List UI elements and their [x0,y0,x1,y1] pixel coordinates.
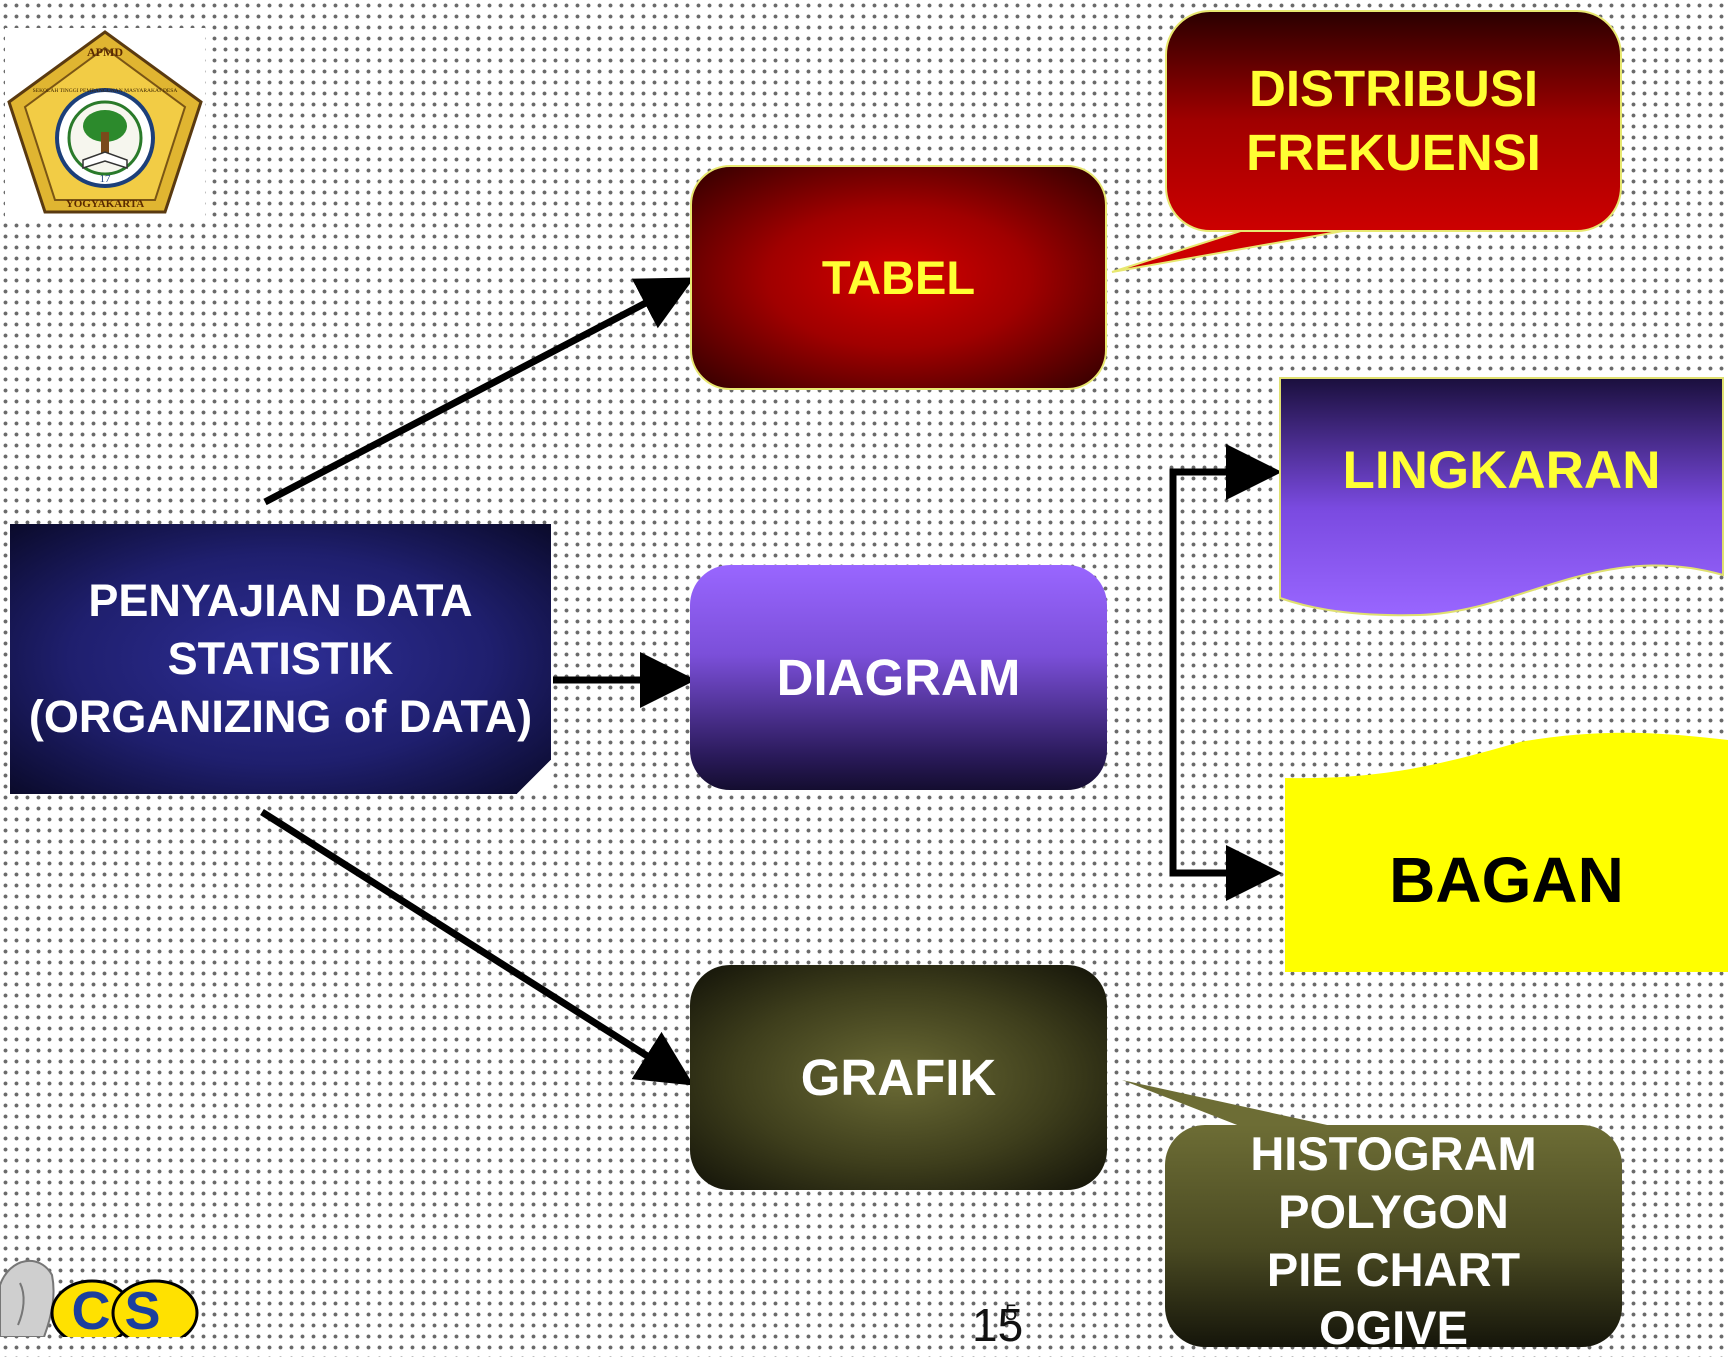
bagan-shape [1285,732,1728,972]
bracket-diagram-types [1169,468,1230,877]
distribusi-line2: FREKUENSI [1246,124,1541,181]
cs-footer-logo: CS [0,1259,199,1337]
penyajian-data-box: PENYAJIAN DATA STATISTIK (ORGANIZING of … [10,524,551,794]
arrow-to-tabel [263,277,695,506]
tabel-box: TABEL [690,165,1107,390]
bagan-label: BAGAN [1389,844,1624,916]
elephant-icon [0,1259,55,1337]
grafik-item-pie-chart: PIE CHART [1266,1243,1521,1296]
grafik-item-polygon: POLYGON [1278,1185,1509,1238]
diagram-label: DIAGRAM [776,649,1021,706]
grafik-label: GRAFIK [800,1049,997,1106]
cs-logo-text: CS [71,1281,174,1337]
page-number-overlay: 5 [1005,1300,1018,1325]
main-box-line1: PENYAJIAN DATA [88,575,473,626]
logo-bottom-text: YOGYAKARTA [66,198,145,210]
distribusi-callout-tail [1111,227,1361,273]
diagram-box: DIAGRAM [690,565,1107,790]
grafik-item-histogram: HISTOGRAM [1250,1127,1537,1180]
logo-ring-text: SEKOLAH TINGGI PEMBANGUNAN MASYARAKAT DE… [33,88,178,94]
apmd-logo: 17 APMD YOGYAKARTA SEKOLAH TINGGI PEMBAN… [5,28,205,218]
main-box-line3: (ORGANIZING of DATA) [28,691,533,742]
logo-top-text: APMD [87,45,123,59]
tabel-label: TABEL [821,251,976,304]
lingkaran-label: LINGKARAN [1342,441,1661,500]
grafik-item-ogive: OGIVE [1319,1301,1468,1354]
lingkaran-shape [1279,377,1724,617]
distribusi-line1: DISTRIBUSI [1248,60,1539,117]
main-box-line2: STATISTIK [167,633,394,684]
logo-number: 17 [100,173,112,185]
arrow-to-grafik [260,809,694,1086]
grafik-box: GRAFIK [690,965,1107,1190]
folded-corner [517,760,551,794]
histogram-callout-tail [1122,1080,1350,1130]
distribusi-frekuensi-callout: DISTRIBUSI FREKUENSI [1165,10,1622,232]
grafik-types-callout: HISTOGRAM POLYGON PIE CHART OGIVE [1165,1125,1622,1354]
